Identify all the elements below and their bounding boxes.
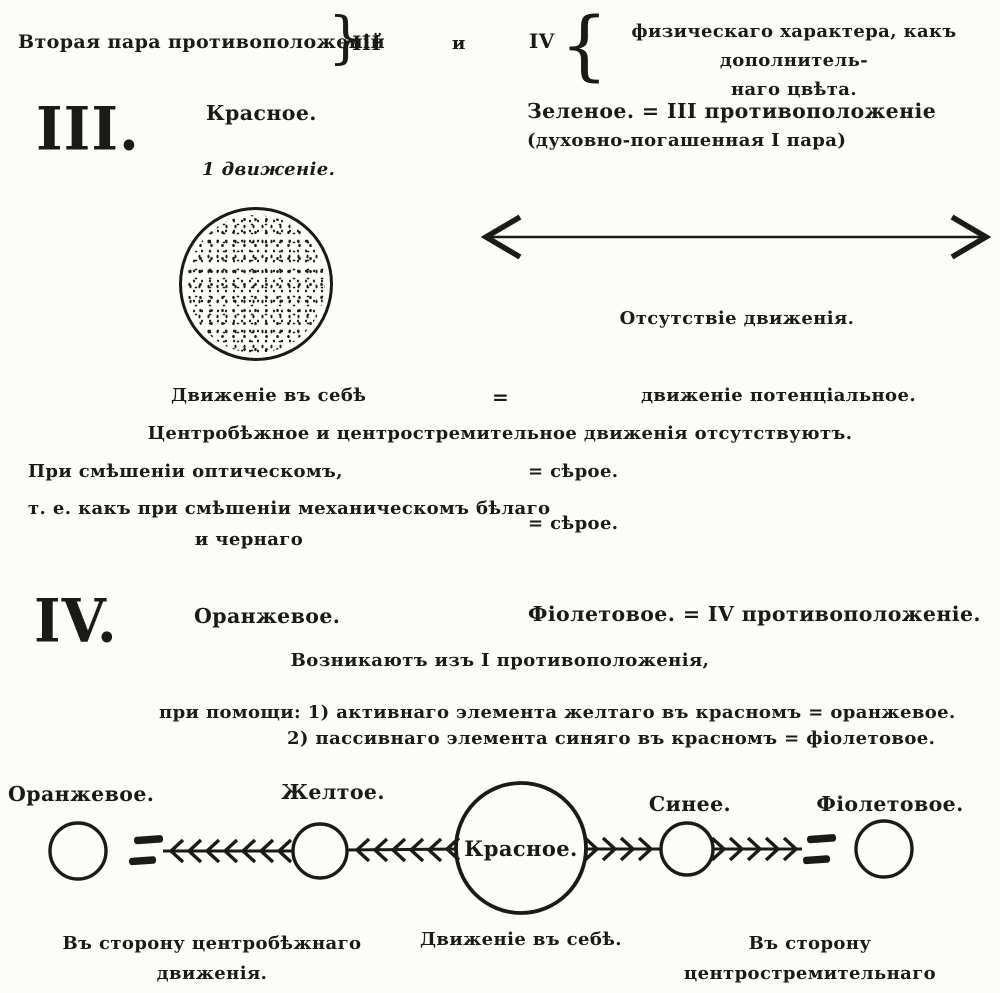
stippled-circle <box>179 207 333 361</box>
header-conjunction: и <box>452 33 466 54</box>
row4-right: = сѣрое. <box>528 513 619 534</box>
row3-right: = сѣрое. <box>528 461 619 482</box>
section4-left-title: Оранжевое. <box>194 604 341 628</box>
header-left-text: Вторая пара противоположеній <box>18 31 386 53</box>
section3-movement-note: 1 движеніе. <box>202 159 336 180</box>
section3-right-subtitle: (духовно-погашенная I пара) <box>527 130 847 151</box>
header-right-line1: физическаго характера, какъ дополнитель- <box>631 21 957 71</box>
header-opening-brace: { <box>560 0 609 89</box>
yellow-circle <box>291 822 349 880</box>
section4-means-line1: при помощи: 1) активнаго элемента желтаг… <box>159 702 956 723</box>
section4-right-title: Фіолетовое. = IV противоположеніе. <box>528 602 981 626</box>
label-red: Красное. <box>464 836 578 861</box>
arrow-caption: Отсутствіе движенія. <box>619 308 855 329</box>
row1-left: Движеніе въ себѣ <box>171 385 367 406</box>
caption-center: Движеніе въ себѣ. <box>420 929 622 950</box>
caption-centripetal-line2: движенія. <box>635 989 985 993</box>
section3-left-title: Красное. <box>206 101 317 125</box>
row3-left: При смѣшеніи оптическомъ, <box>28 461 343 482</box>
centrifugal-arrow-left-segment <box>163 838 293 864</box>
header-numeral-iii: III <box>352 31 382 55</box>
row4-left-line2: и чернаго <box>194 529 304 550</box>
double-headed-arrow <box>480 214 992 260</box>
blue-circle <box>659 821 715 877</box>
violet-circle <box>854 819 914 879</box>
caption-centrifugal-line1: Въ сторону центробѣжнаго <box>62 933 362 954</box>
caption-centrifugal-line2: движенія. <box>156 963 268 984</box>
header-right-text: физическаго характера, какъ дополнитель-… <box>592 17 996 104</box>
color-movement-diagram <box>48 781 914 915</box>
label-violet: Фіолетовое. <box>816 792 964 816</box>
centripetal-arrow-left-segment <box>583 836 661 862</box>
header-closing-brace: } <box>328 6 364 71</box>
label-orange: Оранжевое. <box>8 782 155 806</box>
right-equals-sign <box>803 834 837 865</box>
row4-left-line1: т. е. какъ при смѣшеніи механическомъ бѣ… <box>28 498 551 519</box>
label-blue: Синее. <box>648 792 732 816</box>
caption-centrifugal: Въ сторону центробѣжнаго движенія. <box>62 929 362 989</box>
section4-means-line2: 2) пассивнаго элемента синяго въ красном… <box>287 728 936 749</box>
centrifugal-arrow-right-segment <box>346 836 461 863</box>
orange-circle <box>48 821 108 881</box>
left-equals-sign <box>129 835 164 866</box>
row1-equals: = <box>492 385 510 409</box>
section3-right-title: Зеленое. = III противоположеніе <box>527 99 937 123</box>
caption-centripetal: Въ сторону центростремительнаго движенія… <box>635 929 985 993</box>
header-right-line2: наго цвѣта. <box>730 79 858 100</box>
header-numeral-iv: IV <box>529 29 555 53</box>
label-yellow: Желтое. <box>281 780 385 804</box>
section4-numeral: IV. <box>34 586 118 657</box>
section4-origin-line: Возникаютъ изъ I противоположенія, <box>290 650 710 671</box>
caption-centripetal-line1: Въ сторону центростремительнаго <box>683 933 937 984</box>
centripetal-arrow-right-segment <box>710 836 802 862</box>
row1-right: движеніе потенціальное. <box>641 385 916 406</box>
section3-numeral: III. <box>36 94 140 165</box>
row2-text: Центробѣжное и центростремительное движе… <box>147 423 853 444</box>
